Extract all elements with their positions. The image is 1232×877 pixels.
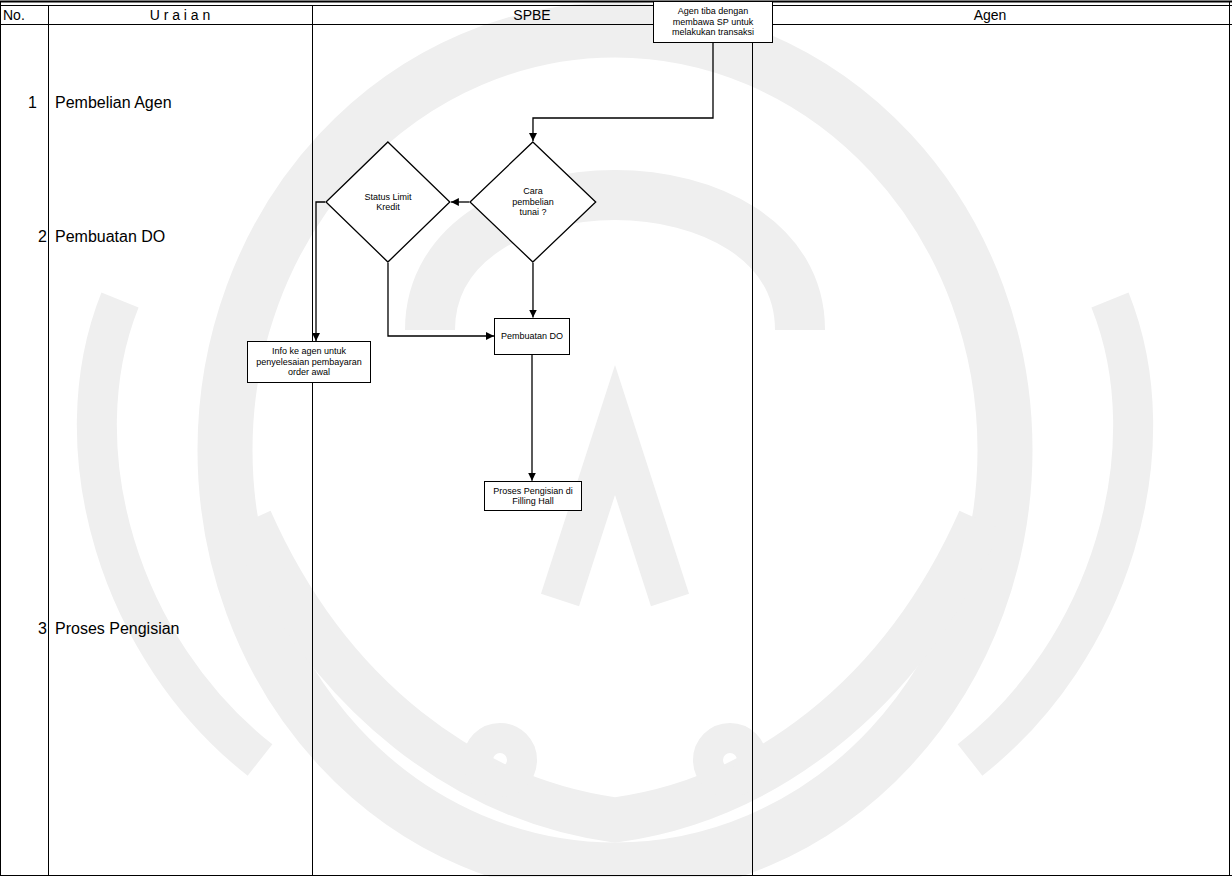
decision-diamond: Status Limit Kredit bbox=[325, 141, 451, 263]
decision-diamond: Cara pembelian tunai ? bbox=[469, 141, 597, 263]
watermark-dot bbox=[708, 738, 752, 782]
table-border bbox=[0, 5, 1232, 6]
watermark-dot bbox=[478, 738, 522, 782]
node-text-group: Status Limit Kredit bbox=[357, 192, 419, 213]
lane-divider bbox=[312, 5, 313, 876]
table-border bbox=[0, 875, 1232, 876]
header-rule bbox=[0, 24, 1232, 25]
table-border bbox=[1229, 1, 1230, 876]
node-text-group: Agen tiba dengan membawa SP untuk melaku… bbox=[657, 6, 769, 37]
node-text-group: Proses Pengisian di Filling Hall bbox=[488, 486, 578, 507]
node-text: Proses Pengisian di Filling Hall bbox=[488, 486, 578, 507]
node-text: Info ke agen untuk penyelesaian pembayar… bbox=[251, 346, 367, 377]
flow-connector bbox=[316, 202, 325, 341]
watermark bbox=[97, 30, 1133, 870]
watermark-figure bbox=[560, 430, 670, 600]
lane-header: Agen bbox=[974, 7, 1007, 23]
row-number: 3 bbox=[38, 620, 47, 638]
node-text-group: Info ke agen untuk penyelesaian pembayar… bbox=[251, 346, 367, 377]
watermark-wing bbox=[97, 300, 260, 760]
process-box: Info ke agen untuk penyelesaian pembayar… bbox=[247, 341, 371, 383]
column-header: No. bbox=[3, 7, 25, 23]
node-text-group: Pembuatan DO bbox=[501, 331, 563, 341]
diamond-shape bbox=[326, 142, 450, 262]
flow-connector bbox=[451, 201, 469, 202]
node-text: Agen tiba dengan membawa SP untuk melaku… bbox=[657, 6, 769, 37]
process-box: Pembuatan DO bbox=[494, 318, 570, 355]
table-border bbox=[0, 1, 1232, 3]
flow-connector bbox=[388, 263, 494, 336]
watermark-ring bbox=[225, 30, 1005, 870]
row-title: Pembuatan DO bbox=[55, 228, 165, 246]
flow-connector bbox=[533, 43, 713, 141]
connectors bbox=[316, 43, 713, 481]
lane-divider bbox=[752, 5, 753, 876]
node-text: Status Limit Kredit bbox=[357, 192, 419, 213]
row-number: 1 bbox=[28, 94, 37, 112]
column-header: U r a i a n bbox=[150, 7, 211, 23]
row-title: Pembelian Agen bbox=[55, 94, 172, 112]
lane-divider bbox=[48, 5, 49, 876]
node-text: Cara pembelian tunai ? bbox=[501, 186, 564, 217]
node-text-group: Cara pembelian tunai ? bbox=[501, 186, 564, 217]
row-number: 2 bbox=[38, 228, 47, 246]
table-border bbox=[0, 1, 1, 876]
flow-connector bbox=[532, 263, 533, 318]
flow-connector bbox=[531, 355, 532, 481]
node-text: Pembuatan DO bbox=[501, 331, 563, 341]
lane-header: SPBE bbox=[513, 7, 550, 23]
row-title: Proses Pengisian bbox=[55, 620, 180, 638]
start-box: Agen tiba dengan membawa SP untuk melaku… bbox=[653, 1, 773, 42]
watermark-wing bbox=[970, 300, 1133, 760]
watermark-arc bbox=[250, 520, 980, 820]
process-box: Proses Pengisian di Filling Hall bbox=[484, 481, 582, 512]
diamond-shape bbox=[470, 142, 596, 262]
